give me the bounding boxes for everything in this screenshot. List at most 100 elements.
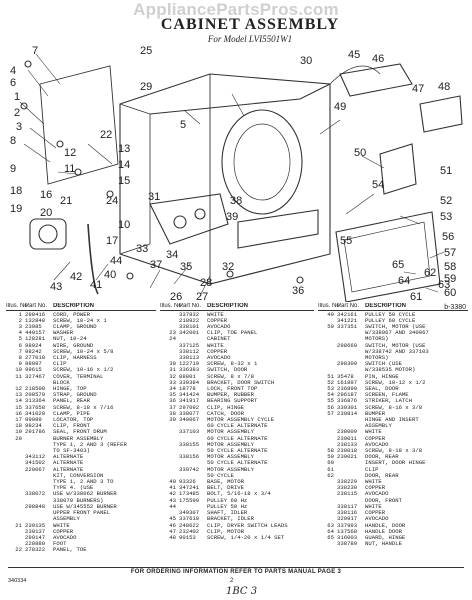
- part-no-cell: 342161: [337, 311, 358, 318]
- description-cell: COPPER: [53, 528, 74, 535]
- description-cell: PIN, HINGE: [365, 373, 399, 380]
- description-cell: SCREW, 10-12 x 1/2: [365, 379, 426, 386]
- callout-33: 33: [136, 243, 148, 255]
- part-no-cell: 336876: [337, 398, 358, 405]
- illus-no-cell: 44: [169, 503, 176, 510]
- description-cell: SCREW, 8 x 7/8: [207, 373, 254, 380]
- callout-13: 13: [118, 143, 130, 155]
- illus-no-cell: 37: [169, 404, 176, 411]
- part-no-cell: 349307: [179, 510, 200, 517]
- description-cell: 50 CYCLE: [207, 472, 234, 479]
- part-no-cell: 338156: [179, 454, 200, 461]
- description-cell: TYPE 1, 2 AND 3 TO: [53, 479, 114, 486]
- illus-no-cell: 38: [169, 410, 176, 417]
- description-cell: BURNER ASSEMBLY: [53, 435, 104, 442]
- illus-no-cell: 33: [169, 379, 176, 386]
- illus-no-cell: 46: [169, 522, 176, 529]
- callout-22: 22: [100, 129, 112, 141]
- part-no-cell: 340067: [179, 417, 200, 424]
- part-no-cell: 337610: [179, 516, 200, 523]
- description-cell: WASHER: [53, 330, 74, 337]
- callout-9: 9: [10, 163, 16, 175]
- description-cell: SEAL, DOOR: [365, 386, 399, 393]
- illus-no-cell: 47: [169, 528, 176, 535]
- description-cell: SEAL, FRONT DRUM: [53, 429, 107, 436]
- description-cell: SWITCH, DOOR: [207, 367, 248, 374]
- description-cell: WHITE: [207, 311, 224, 318]
- description-cell: SCREW, 1/4-20 x 1/4 SET: [207, 534, 285, 541]
- description-cell: SCREW, 10-16 x 1/2: [53, 367, 114, 374]
- description-cell: CLIP, DRYER SWITCH LEADS: [207, 522, 288, 529]
- part-no-cell: 298848: [25, 503, 46, 510]
- illus-no-cell: 22: [15, 547, 22, 554]
- part-no-cell: 347241: [179, 485, 200, 492]
- description-cell: PULLEY 50 Hz: [207, 503, 248, 510]
- illus-no-cell: 9: [18, 361, 22, 368]
- illus-no-cell: 55: [327, 398, 334, 405]
- illus-no-header: Illus. No.: [6, 303, 30, 309]
- part-no-cell: 298309: [337, 361, 358, 368]
- part-no-cell: 240622: [179, 522, 200, 529]
- description-cell: CLIP: [53, 361, 67, 368]
- part-no-cell: 337832: [179, 311, 200, 318]
- part-no-cell: 218508: [25, 386, 46, 393]
- description-cell: LOCK, FRONT TOP: [207, 386, 258, 393]
- door: [335, 211, 441, 302]
- description-cell: AVOCADO: [365, 441, 389, 448]
- part-no-cell: 99989: [25, 417, 42, 424]
- callout-18: 18: [10, 185, 22, 197]
- description-cell: SWITCH, MOTOR (USE: [365, 324, 426, 330]
- part-no-cell: 327467: [25, 373, 46, 380]
- description-cell: W/338535 MOTOR): [365, 367, 416, 374]
- description-cell: WHITE: [53, 522, 70, 529]
- callout-21: 21: [60, 195, 72, 207]
- callout-12: 12: [64, 147, 76, 159]
- table-header: Illus. No. Part No. DESCRIPTION: [160, 303, 314, 311]
- description-cell: BELT, DRIVE: [207, 485, 244, 492]
- part-no-cell: 88801: [179, 373, 196, 380]
- part-no-cell: 278322: [25, 547, 46, 554]
- description-cell: FOOT: [53, 541, 67, 548]
- callout-65: 65: [392, 259, 404, 271]
- part-no-cell: 99615: [25, 367, 42, 374]
- illus-no-cell: 11: [15, 373, 22, 380]
- callout-39: 39: [226, 211, 238, 223]
- callout-47: 47: [412, 83, 424, 95]
- callout-57: 57: [444, 247, 456, 259]
- description-cell: DOOR, FRONT: [365, 497, 402, 504]
- table-row: BLOCK: [6, 380, 156, 386]
- description-cell: WHITE: [365, 429, 382, 436]
- description-cell: PULLEY 50 CYCLE: [365, 311, 416, 318]
- illus-no-cell: 23: [169, 330, 176, 337]
- callout-6: 6: [10, 77, 16, 89]
- callout-60: 60: [444, 287, 456, 299]
- callout-5: 5: [180, 119, 186, 131]
- part-no-cell: 341502: [25, 460, 46, 467]
- illus-no-cell: 24: [169, 336, 176, 343]
- table-row: TYPE 1, 2 AND 3 (REFER: [6, 442, 156, 448]
- table-row: KIT, CONVERSION: [6, 473, 156, 479]
- table-row: W/338967 AND 340967: [318, 330, 468, 336]
- illus-no-cell: 17: [15, 417, 22, 424]
- description-cell: ASSEMBLY: [365, 423, 392, 430]
